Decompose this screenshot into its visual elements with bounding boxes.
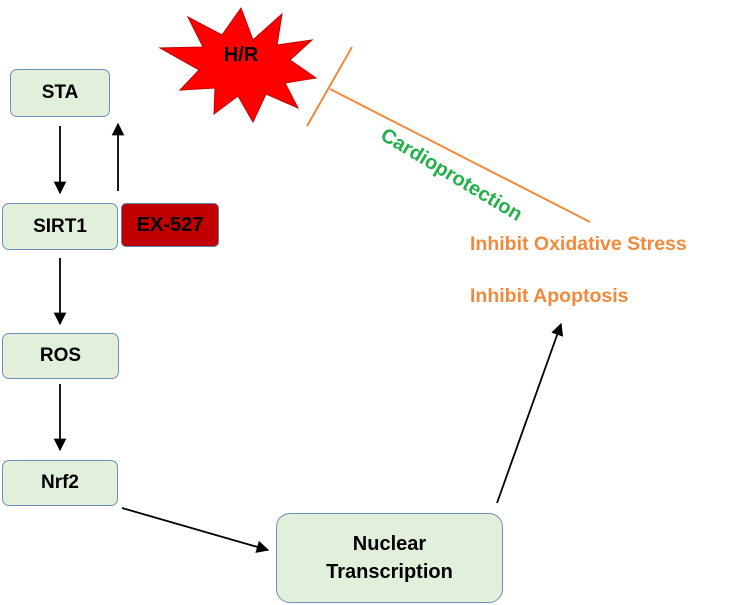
node-sta: STA <box>10 69 110 117</box>
node-nuclear-line2: Transcription <box>326 561 453 583</box>
node-inhibitor: EX-527 <box>121 203 219 247</box>
node-nuclear-line1: Nuclear <box>352 533 427 555</box>
inhibition-line <box>329 88 591 223</box>
node-sirt1-label: SIRT1 <box>33 215 87 237</box>
node-nrf2-label: Nrf2 <box>40 472 79 493</box>
node-nuclear-text: Nuclear Transcription <box>326 530 453 586</box>
stressor-label: H/R <box>223 44 259 66</box>
node-ros-label: ROS <box>39 345 82 366</box>
node-sta-label: STA <box>41 82 79 103</box>
node-nrf2: Nrf2 <box>2 460 118 506</box>
node-sirt1: SIRT1 <box>2 203 118 250</box>
outcome-oxidative-stress: Inhibit Oxidative Stress <box>470 233 687 255</box>
arrow-nrf2-to-nuclear <box>121 507 270 553</box>
inhibition-bar <box>306 46 353 127</box>
node-inhibitor-label: EX-527 <box>136 213 204 236</box>
outcome-apoptosis: Inhibit Apoptosis <box>470 285 629 307</box>
arrow-nuclear-to-outcomes <box>496 322 564 504</box>
stressor-burst-shape <box>158 6 318 124</box>
node-ros: ROS <box>2 333 119 379</box>
node-nuclear-transcription: Nuclear Transcription <box>276 513 503 603</box>
